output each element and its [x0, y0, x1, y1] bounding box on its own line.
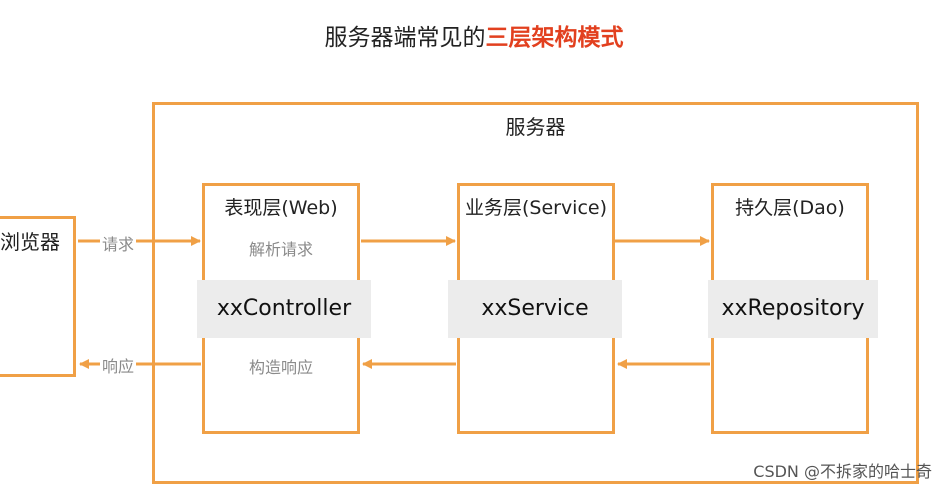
- request-label: 请求: [100, 231, 137, 255]
- watermark: CSDN @不拆家的哈士奇: [753, 462, 932, 481]
- browser-box: [0, 216, 76, 377]
- diagram-title: 服务器端常见的三层架构模式: [0, 18, 948, 52]
- parse-request-note: 解析请求: [248, 240, 313, 259]
- web-layer-title: 表现层(Web): [224, 197, 338, 219]
- service-layer-title: 业务层(Service): [464, 197, 608, 219]
- service-component: xxService: [448, 280, 622, 338]
- title-prefix: 服务器端常见的: [324, 25, 486, 51]
- server-label: 服务器: [505, 115, 566, 139]
- browser-label: 浏览器: [0, 230, 60, 254]
- controller-component: xxController: [197, 280, 371, 338]
- response-label: 响应: [100, 353, 137, 377]
- server-box: [152, 102, 919, 484]
- repository-component: xxRepository: [708, 280, 878, 338]
- build-response-note: 构造响应: [248, 358, 313, 377]
- dao-layer-title: 持久层(Dao): [735, 197, 845, 219]
- title-highlight: 三层架构模式: [485, 24, 624, 51]
